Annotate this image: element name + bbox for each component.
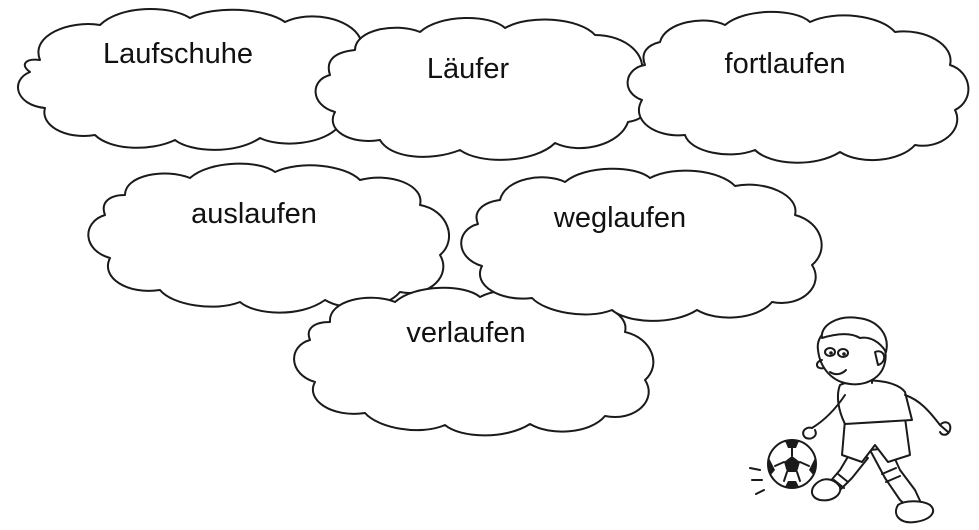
cloud-word: Läufer (427, 53, 510, 85)
pupil-left (829, 351, 833, 355)
ball-patch-right (809, 458, 816, 476)
boy-with-soccer-ball-illustration (749, 316, 952, 524)
mouth (829, 369, 847, 376)
cloud-word: verlaufen (406, 317, 525, 349)
ball-seams (774, 447, 810, 482)
word-cloud-weglaufen: weglaufen (460, 167, 823, 322)
ball-patch-center (784, 456, 800, 472)
ball-patch-bottom (785, 481, 799, 487)
sock-stripes (833, 467, 901, 489)
cloud-outline (87, 162, 450, 314)
word-cloud-fortlaufen: fortlaufen (626, 10, 970, 164)
front-shoe (811, 478, 842, 502)
shorts (841, 417, 911, 463)
word-cloud-laeufer: Läufer (314, 17, 654, 161)
back-shoe (895, 500, 935, 524)
front-arm (811, 394, 846, 429)
front-hand (802, 426, 817, 440)
ear (874, 350, 886, 366)
word-cloud-auslaufen: auslaufen (87, 162, 450, 314)
ball-patch-left (768, 458, 775, 476)
cloud-word: auslaufen (191, 198, 317, 230)
soccer-ball (767, 439, 817, 489)
word-cloud-verlaufen: verlaufen (293, 286, 655, 437)
shirt (836, 379, 913, 425)
cloud-word: weglaufen (553, 202, 686, 234)
cloud-outline (626, 10, 970, 164)
motion-lines (749, 467, 765, 495)
cloud-word: fortlaufen (725, 48, 846, 80)
nose (816, 359, 825, 370)
back-hand (939, 421, 952, 436)
back-arm (904, 394, 949, 433)
ball-patch-top (785, 441, 799, 448)
cloud-outline (293, 286, 655, 437)
cloud-outline (314, 17, 654, 161)
cloud-word: Laufschuhe (103, 38, 253, 70)
hair (820, 316, 888, 353)
cloud-outline (460, 167, 823, 322)
pupil-right (842, 352, 846, 356)
